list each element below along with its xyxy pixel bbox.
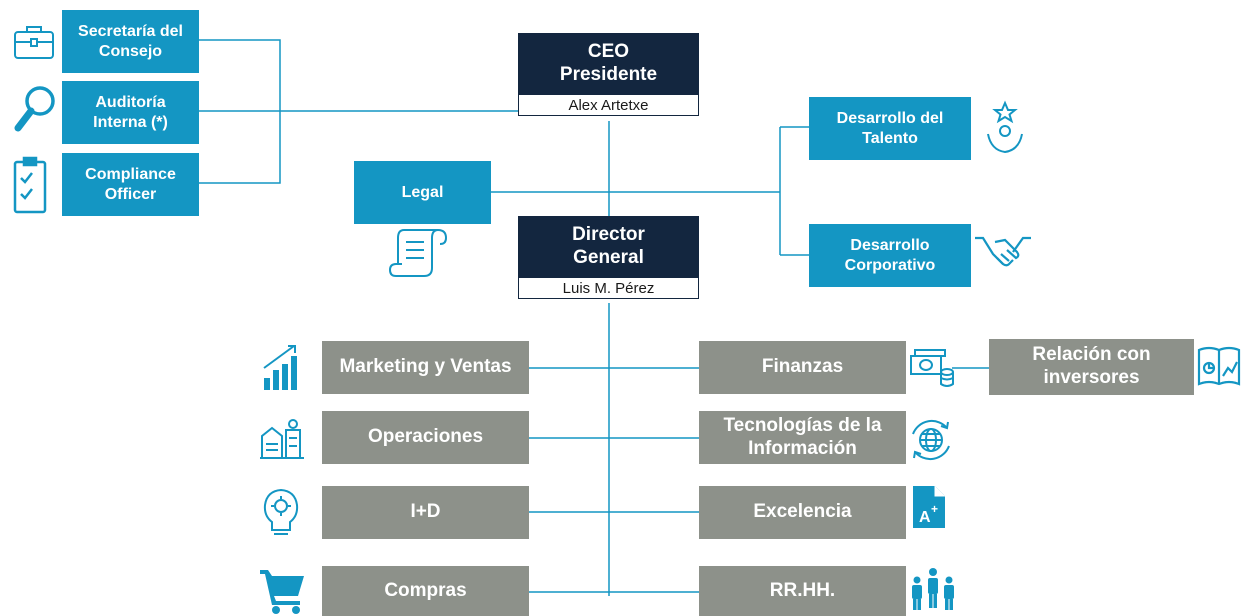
scroll-icon [388, 229, 448, 277]
briefcase-icon [14, 26, 54, 59]
compliance-label: Compliance Officer [85, 166, 176, 203]
director-title-box: Director General [518, 216, 699, 277]
team-icon [912, 568, 954, 610]
handshake-icon [975, 236, 1031, 267]
director-title: Director General [572, 223, 645, 268]
ceo-title-box: CEO Presidente [518, 33, 699, 94]
grade-document-icon: A + [913, 486, 945, 528]
dept-compras-label: Compras [384, 579, 467, 601]
corporativo-box: Desarrollo Corporativo [809, 224, 971, 287]
investor-report-icon [1197, 346, 1241, 386]
dept-id-box: I+D [322, 486, 529, 539]
dept-rrhh-label: RR.HH. [769, 579, 836, 601]
ceo-block: CEO Presidente Alex Artetxe [518, 33, 699, 116]
legal-box: Legal [354, 161, 491, 224]
compliance-box: Compliance Officer [62, 153, 199, 216]
legal-label: Legal [401, 183, 444, 201]
dept-excelencia-box: Excelencia [699, 486, 906, 539]
auditoria-label: Auditoría Interna (*) [93, 94, 168, 131]
dept-operaciones-label: Operaciones [367, 426, 484, 448]
dept-rrhh-box: RR.HH. [699, 566, 906, 616]
ceo-title: CEO Presidente [559, 40, 658, 85]
dept-excelencia-label: Excelencia [753, 501, 852, 523]
clipboard-check-icon [13, 156, 47, 214]
inversores-box: Relación con inversores [989, 339, 1194, 395]
talento-label: Desarrollo del Talento [836, 110, 944, 147]
director-name: Luis M. Pérez [518, 277, 699, 299]
globe-refresh-icon [912, 419, 950, 461]
dept-ti-box: Tecnologías de la Información [699, 411, 906, 464]
dept-finanzas-box: Finanzas [699, 341, 906, 394]
money-coins-icon [910, 349, 954, 387]
secretaria-box: Secretaría del Consejo [62, 10, 199, 73]
svg-text:+: + [931, 502, 938, 516]
secretaria-label: Secretaría del Consejo [78, 23, 183, 60]
talento-box: Desarrollo del Talento [809, 97, 971, 160]
dept-operaciones-box: Operaciones [322, 411, 529, 464]
dept-ti-label: Tecnologías de la Información [723, 414, 882, 459]
ceo-name: Alex Artetxe [518, 94, 699, 116]
magnifier-icon [14, 86, 55, 132]
shopping-cart-icon [260, 570, 304, 614]
dept-marketing-label: Marketing y Ventas [339, 356, 512, 378]
director-block: Director General Luis M. Pérez [518, 216, 699, 299]
brain-gear-icon [263, 488, 299, 535]
star-person-icon [987, 100, 1023, 154]
dept-finanzas-label: Finanzas [761, 356, 844, 378]
bar-chart-icon [263, 345, 297, 390]
auditoria-box: Auditoría Interna (*) [62, 81, 199, 144]
svg-text:A: A [919, 509, 931, 526]
dept-id-label: I+D [410, 501, 441, 523]
dept-compras-box: Compras [322, 566, 529, 616]
corporativo-label: Desarrollo Corporativo [844, 237, 936, 274]
factory-icon [260, 419, 304, 459]
inversores-label: Relación con inversores [1032, 344, 1151, 388]
dept-marketing-box: Marketing y Ventas [322, 341, 529, 394]
